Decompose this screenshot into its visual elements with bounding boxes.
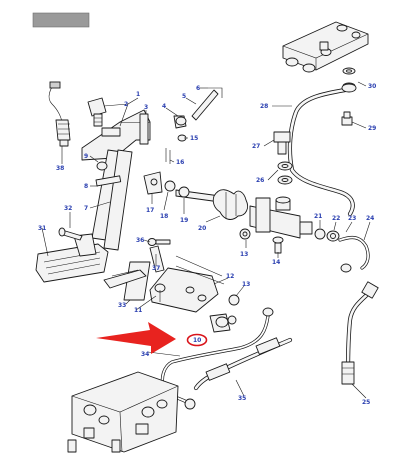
label-8: 8 — [84, 183, 88, 190]
label-15: 15 — [190, 135, 198, 142]
rod-5 — [191, 87, 223, 121]
label-36: 36 — [136, 237, 144, 244]
hose-25 — [341, 281, 379, 385]
switch-2 — [87, 97, 107, 127]
label-34: 34 — [141, 351, 149, 358]
label-16: 16 — [176, 159, 184, 166]
seal-13a — [239, 228, 251, 240]
label-7: 7 — [84, 205, 88, 212]
bracket-3 — [81, 109, 151, 161]
label-37: 37 — [152, 265, 160, 272]
fittings-22-24 — [314, 228, 370, 273]
label-38: 38 — [56, 165, 64, 172]
bolt-32 — [58, 227, 83, 241]
pedal-33 — [103, 261, 151, 301]
label-18: 18 — [160, 213, 168, 220]
bracket-12 — [149, 255, 225, 313]
banjo-bolt-29 — [341, 111, 353, 126]
pointer-arrow — [96, 322, 176, 354]
label-29: 29 — [368, 125, 376, 132]
label-32: 32 — [64, 205, 72, 212]
spring-11 — [154, 283, 166, 302]
brake-valve-body — [67, 371, 196, 453]
label-25: 25 — [362, 399, 370, 406]
label-23: 23 — [348, 215, 356, 222]
label-26: 26 — [256, 177, 264, 184]
label-6: 6 — [196, 85, 200, 92]
label-9: 9 — [84, 153, 88, 160]
label-3: 3 — [144, 104, 148, 111]
label-4: 4 — [162, 103, 166, 110]
dust-boot-20 — [212, 189, 249, 220]
pedal-pad-31 — [35, 233, 109, 283]
label-14: 14 — [272, 259, 280, 266]
bolt-27 — [273, 131, 291, 155]
nut-18 — [164, 180, 176, 192]
nut-13b — [228, 294, 240, 306]
header-bar — [32, 12, 90, 28]
highlight-ring — [186, 333, 208, 347]
fitting-10 — [209, 313, 237, 333]
label-10: 10 — [193, 337, 201, 344]
bolt-14 — [272, 236, 284, 254]
label-24: 24 — [366, 215, 374, 222]
pedal-lever-7 — [91, 149, 133, 251]
label-33: 33 — [118, 302, 126, 309]
label-13b: 13 — [242, 281, 250, 288]
label-21: 21 — [314, 213, 322, 220]
push-rod-19 — [175, 186, 221, 203]
clevis-17 — [143, 171, 163, 195]
label-35: 35 — [238, 395, 246, 402]
label-27: 27 — [252, 143, 260, 150]
clip-16 — [165, 148, 171, 164]
label-1: 1 — [136, 91, 140, 98]
label-19: 19 — [180, 217, 188, 224]
valve-block — [282, 21, 369, 73]
rod-37 — [149, 245, 165, 273]
label-12: 12 — [226, 273, 234, 280]
washer-26 — [277, 161, 293, 185]
label-17: 17 — [146, 207, 154, 214]
label-20: 20 — [198, 225, 206, 232]
leader-lines — [41, 81, 371, 399]
label-28: 28 — [260, 103, 268, 110]
label-13a: 13 — [240, 251, 248, 258]
label-30: 30 — [368, 83, 376, 90]
bolt-36 — [147, 238, 171, 246]
master-cylinder-21 — [249, 196, 313, 239]
pin-4 — [173, 115, 187, 129]
label-31: 31 — [38, 225, 46, 232]
label-2: 2 — [124, 101, 128, 108]
label-5: 5 — [182, 93, 186, 100]
label-22: 22 — [332, 215, 340, 222]
hose-35 — [193, 337, 293, 391]
switch-38 — [48, 81, 71, 147]
part-labels: 1 2 3 4 5 6 7 8 9 10 11 12 13 13 14 15 1… — [38, 83, 376, 406]
pivot-bush-9 — [95, 161, 122, 187]
label-11: 11 — [134, 307, 142, 314]
